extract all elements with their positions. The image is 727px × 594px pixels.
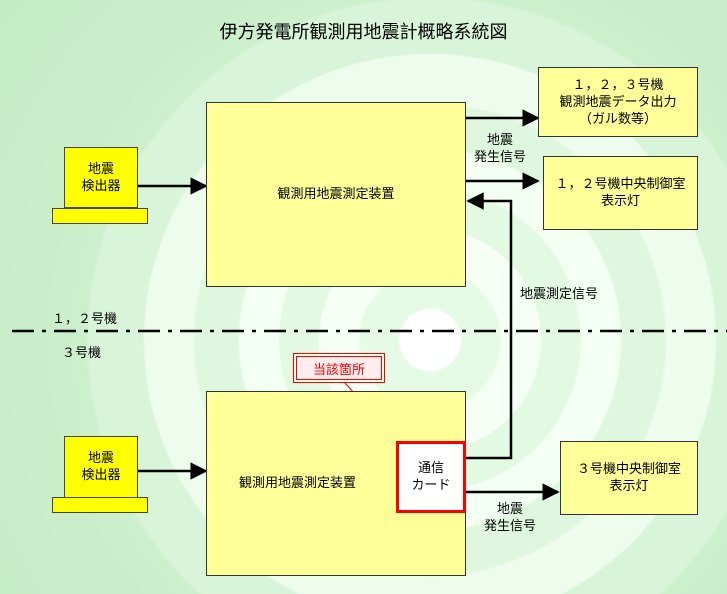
comm-card: 通信 カード [396, 441, 466, 513]
comm-card-line1: 通信 [417, 461, 444, 476]
sensor-12-label-line1: 地震 [87, 161, 114, 177]
sensor-12-base [52, 208, 148, 224]
callout-label: 当該箇所 [293, 353, 385, 383]
sensor-3-base [52, 497, 148, 513]
sensor-3-label-line2: 検出器 [81, 468, 121, 483]
data-output-box: １，２，３号機 観測地震データ出力 （ガル数等） [538, 67, 698, 137]
device-12-label: 観測用地震測定装置 [277, 187, 395, 202]
unit-12-label: １，２号機 [52, 312, 118, 327]
signal-label-12: 地震 発生信号 [470, 132, 530, 166]
signal-label-3-line1: 地震 [496, 502, 523, 517]
output-box-line1: １，２，３号機 [572, 77, 664, 93]
control-room-3-box: ３号機中央制御室 表示灯 [560, 441, 698, 515]
measurement-device-12: 観測用地震測定装置 [206, 102, 466, 287]
signal-label-3: 地震 発生信号 [472, 501, 548, 535]
diagram-title: 伊方発電所観測用地震計概略系統図 [219, 22, 508, 43]
control-room-12-box: １，２号機中央制御室 表示灯 [543, 156, 698, 230]
sensor-12-label-line2: 検出器 [81, 178, 121, 194]
output-box-line3: （ガル数等） [578, 111, 657, 127]
control-room-12-line2: 表示灯 [600, 194, 640, 209]
output-box-line2: 観測地震データ出力 [559, 94, 677, 110]
measurement-signal-label: 地震測定信号 [520, 287, 599, 302]
device-3-label: 観測用地震測定装置 [239, 476, 357, 491]
control-room-3-line1: ３号機中央制御室 [576, 462, 681, 477]
signal-label-3-line2: 発生信号 [483, 519, 536, 534]
seismic-sensor-12: 地震 検出器 [64, 147, 138, 208]
seismic-sensor-3: 地震 検出器 [64, 436, 138, 498]
arrow-measurement-signal [466, 192, 513, 460]
control-room-12-line1: １，２号機中央制御室 [555, 177, 686, 192]
signal-label-12-line1: 地震 [486, 133, 513, 148]
comm-card-line2: カード [411, 478, 451, 493]
sensor-3-label-line1: 地震 [87, 451, 114, 466]
unit-3-label: ３号機 [62, 346, 102, 361]
signal-label-12-line2: 発生信号 [473, 150, 526, 165]
control-room-3-line2: 表示灯 [609, 479, 649, 494]
